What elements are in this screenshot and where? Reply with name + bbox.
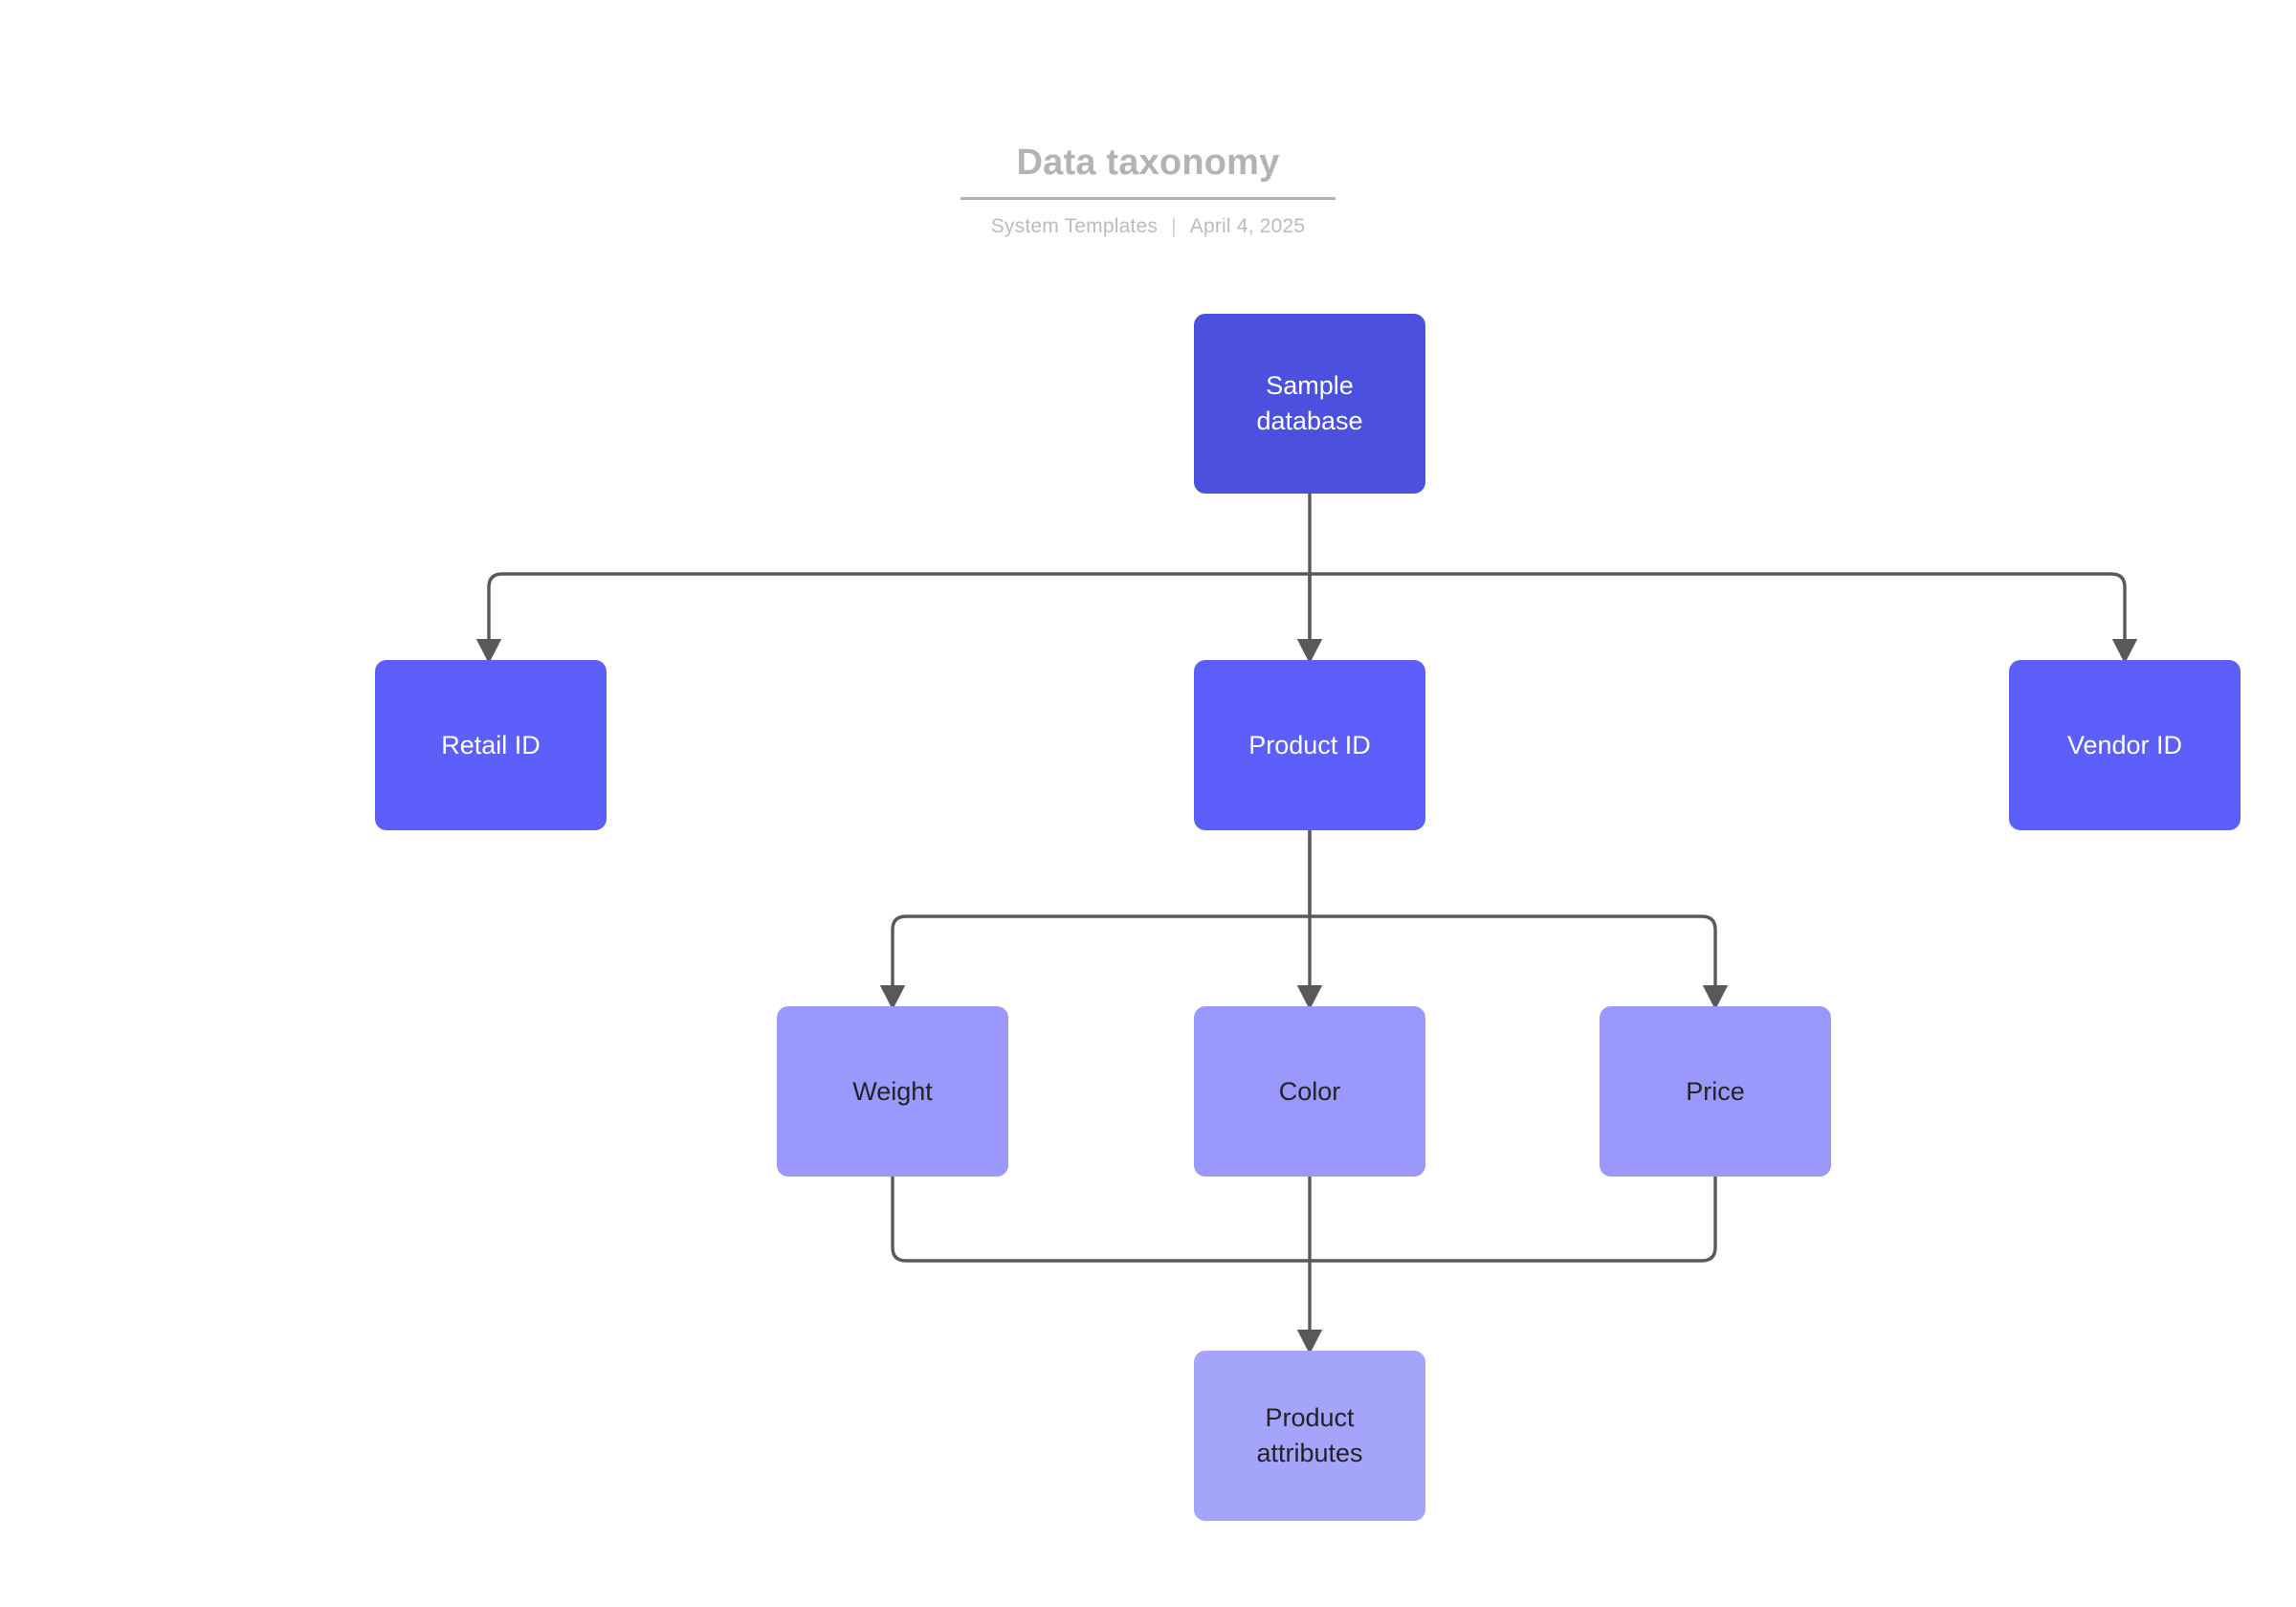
subtitle-date: April 4, 2025 [1189,214,1306,237]
edge-price-to-product-attributes [1310,1177,1717,1263]
subtitle-separator: | [1171,214,1177,237]
node-price[interactable]: Price [1600,1006,1831,1177]
node-product-id[interactable]: Product ID [1194,660,1425,830]
subtitle-source: System Templates [990,214,1159,237]
node-color[interactable]: Color [1194,1006,1425,1177]
node-product-attributes[interactable]: Product attributes [1194,1351,1425,1521]
edge-product-id-to-price [1310,914,1729,1010]
page-title: Data taxonomy [960,143,1336,200]
edge-weight-to-product-attributes [891,1177,1310,1263]
edge-sample-database-to-vendor-id [1310,572,2138,664]
node-weight[interactable]: Weight [777,1006,1008,1177]
node-retail-id[interactable]: Retail ID [375,660,607,830]
document-subtitle: System Templates | April 4, 2025 [0,215,2296,238]
edge-product-id-to-weight [879,914,1310,1010]
node-vendor-id[interactable]: Vendor ID [2009,660,2241,830]
document-header: Data taxonomy System Templates | April 4, … [0,143,2296,238]
node-sample-database[interactable]: Sample database [1194,314,1425,494]
edge-sample-database-to-retail-id [475,572,1310,664]
